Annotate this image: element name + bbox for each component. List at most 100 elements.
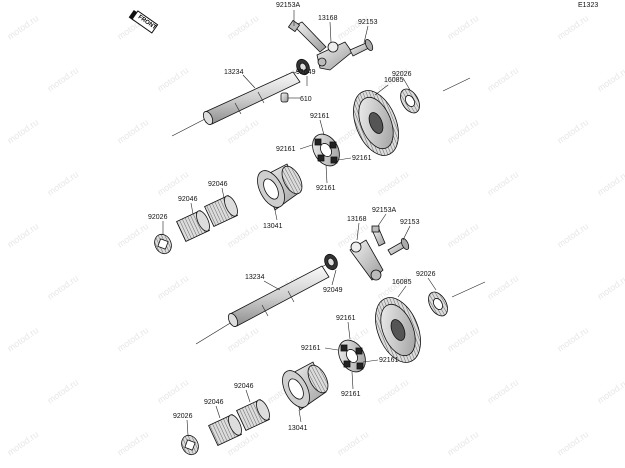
watermark-text: motod.ru [555, 221, 590, 250]
lever-13168-upper [316, 41, 353, 71]
watermark-text: motod.ru [45, 377, 80, 406]
watermark-text: motod.ru [155, 273, 190, 302]
bearing-92046-upper-b [176, 210, 210, 242]
label-13168-upper: 13168 [318, 15, 338, 22]
label-92161-g: 92161 [379, 357, 399, 364]
watermark-text: motod.ru [45, 65, 80, 94]
label-610: 610 [300, 96, 312, 103]
watermark-text: motod.ru [225, 325, 260, 354]
watermark-text: motod.ru [155, 377, 190, 406]
bolt-92153-upper [349, 39, 374, 57]
watermark-text: motod.ru [375, 169, 410, 198]
watermark-text: motod.ru [335, 429, 370, 458]
watermark-text: motod.ru [45, 273, 80, 302]
watermark-text: motod.ru [595, 377, 625, 406]
damper-set-92161-lower [338, 339, 366, 373]
label-92153a-upper: 92153A [276, 2, 300, 9]
label-92161-f: 92161 [301, 345, 321, 352]
label-92046-b: 92046 [178, 196, 198, 203]
watermark-text: motod.ru [555, 117, 590, 146]
watermark-text: motod.ru [595, 65, 625, 94]
label-16085-upper: 16085 [384, 77, 404, 84]
watermark-text: motod.ru [5, 429, 40, 458]
bolt-92153a-lower [371, 225, 386, 247]
label-92161-c: 92161 [352, 155, 372, 162]
bolt-92153a-upper [287, 19, 327, 53]
label-13234-upper: 13234 [224, 69, 244, 76]
bolt-92153-lower [387, 238, 410, 256]
label-13041-upper: 13041 [263, 223, 283, 230]
watermark-text: motod.ru [595, 273, 625, 302]
bearing-92046-lower-a [236, 399, 270, 431]
label-92161-h: 92161 [341, 391, 361, 398]
lower-assembly: 13168 92153A 92153 13234 92049 16085 920… [173, 207, 486, 456]
bearing-92046-lower-b [208, 414, 242, 446]
label-13041-lower: 13041 [288, 425, 308, 432]
damper-set-92161-upper [312, 133, 340, 167]
watermark-text: motod.ru [5, 13, 40, 42]
label-92161-d: 92161 [316, 185, 336, 192]
watermark-text: motod.ru [555, 13, 590, 42]
watermark-text: motod.ru [485, 169, 520, 198]
watermark-text: motod.ru [445, 13, 480, 42]
washer-92026-lower-right [428, 291, 448, 317]
watermark-text: motod.ru [445, 221, 480, 250]
label-92046-d: 92046 [204, 399, 224, 406]
watermark-text: motod.ru [595, 169, 625, 198]
label-92161-b: 92161 [276, 146, 296, 153]
label-13234-lower: 13234 [245, 274, 265, 281]
label-92026-upper-right: 92026 [392, 71, 412, 78]
watermark-text: motod.ru [555, 429, 590, 458]
label-16085-lower: 16085 [392, 279, 412, 286]
watermark-text: motod.ru [445, 117, 480, 146]
output-shaft-13234 [202, 71, 301, 125]
watermark-text: motod.ru [115, 325, 150, 354]
hub-13041-lower [282, 361, 329, 411]
diagram-code: E1323 [578, 2, 598, 9]
washer-92026-lower-left [181, 434, 199, 456]
label-92153a-lower: 92153A [372, 207, 396, 214]
watermark-text: motod.ru [225, 221, 260, 250]
watermark-text: motod.ru [485, 273, 520, 302]
label-92161-a: 92161 [310, 113, 330, 120]
label-92153-lower: 92153 [400, 219, 420, 226]
watermark-text: motod.ru [445, 429, 480, 458]
washer-92026-upper-left [154, 233, 172, 255]
label-13168-lower: 13168 [347, 216, 367, 223]
watermark-text: motod.ru [155, 169, 190, 198]
watermark-text: motod.ru [115, 221, 150, 250]
watermark-text: motod.ru [155, 65, 190, 94]
bearing-92046-upper-a [204, 195, 238, 227]
watermark-text: motod.ru [375, 377, 410, 406]
label-92026-lower-right: 92026 [416, 271, 436, 278]
output-shaft-13234-lower [227, 265, 330, 327]
watermark-text: motod.ru [45, 169, 80, 198]
pin-610 [280, 92, 289, 103]
gear-16085-lower [375, 297, 421, 363]
watermark-text: motod.ru [5, 117, 40, 146]
watermark-text: motod.ru [5, 221, 40, 250]
label-92153-upper: 92153 [358, 19, 378, 26]
watermark-text: motod.ru [115, 117, 150, 146]
watermark-text: motod.ru [5, 325, 40, 354]
watermark-text: motod.ru [485, 65, 520, 94]
gear-16085-upper [353, 90, 399, 156]
watermark-text: motod.ru [225, 117, 260, 146]
watermark-text: motod.ru [445, 325, 480, 354]
hub-13041-upper [257, 163, 303, 211]
watermark-text: motod.ru [485, 377, 520, 406]
label-92046-c: 92046 [234, 383, 254, 390]
upper-assembly: 92153A 13168 92153 13234 16085 92026 920… [148, 2, 471, 255]
label-92049-upper: 92049 [296, 69, 316, 76]
watermark-text: motod.ru [115, 429, 150, 458]
label-92026-lower-left: 92026 [173, 413, 193, 420]
lever-13168-lower [349, 239, 384, 281]
label-92046-a: 92046 [208, 181, 228, 188]
label-92161-e: 92161 [336, 315, 356, 322]
watermark-text: motod.ru [555, 325, 590, 354]
label-92026-upper-left: 92026 [148, 214, 168, 221]
washer-92026-upper-right [400, 88, 420, 114]
label-92049-lower: 92049 [323, 287, 343, 294]
watermark-text: motod.ru [225, 13, 260, 42]
